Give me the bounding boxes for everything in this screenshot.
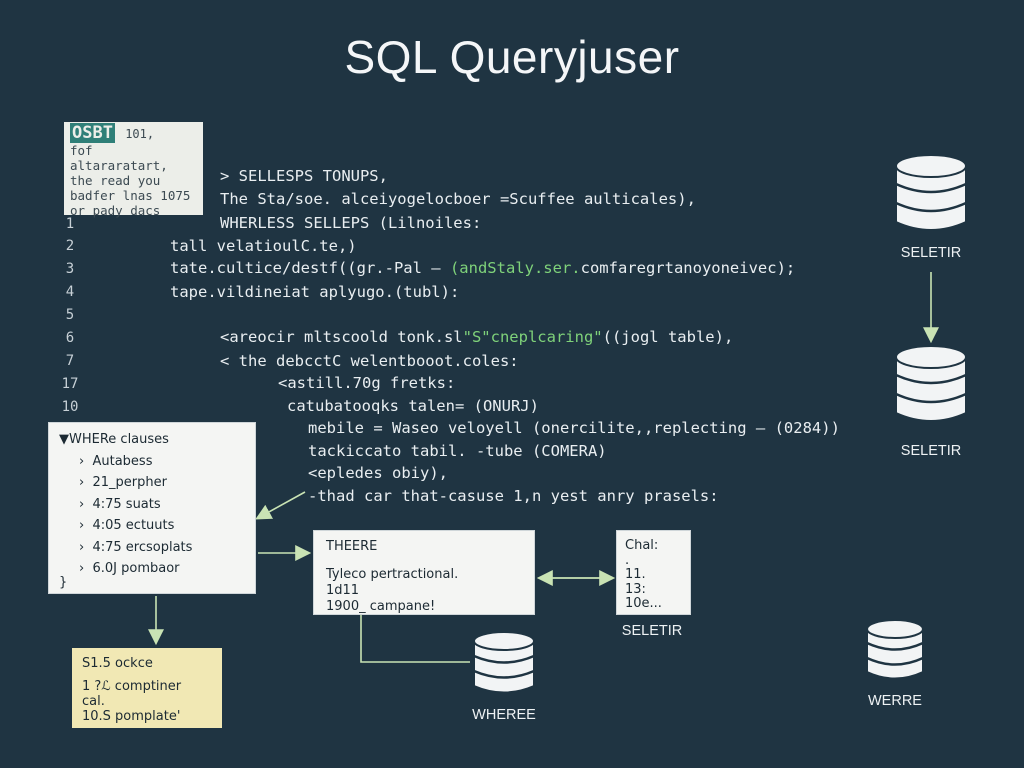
where-box-item: › 4:05 ectuuts	[59, 515, 255, 537]
legend-line: or pady dacs	[70, 203, 161, 218]
database-icon	[866, 619, 924, 680]
code-line: tall velatioulC.te,)	[170, 237, 357, 255]
legend-line: badfer lnas 1075	[70, 188, 191, 203]
note-line: S1.5 ockce	[82, 656, 153, 671]
code-highlight: (andStaly.ser.	[449, 259, 581, 277]
where-clauses-box: ▼WHERe clauses › Autabess › 21_perpher ›…	[48, 422, 256, 594]
database-icon	[895, 345, 967, 422]
note-line: 10.S pomplate'	[82, 709, 181, 724]
database-label: SELETIR	[900, 245, 962, 261]
database-icon	[473, 631, 535, 694]
database-label: WERRE	[868, 693, 922, 709]
code-segment: tate.cultice/destf((gr.-Pal –	[170, 259, 450, 277]
code-line: -thad car that-casuse 1,n yest anry pras…	[308, 487, 719, 505]
code-line: tape.vildineiat aplyugo.(tubl):	[170, 283, 460, 301]
chal-box: Chal: . 11. 13: 10e...	[616, 530, 691, 615]
there-box-line: 1900_ campane!	[326, 599, 436, 614]
code-line: < the debcctC welentbooot.coles:	[220, 352, 519, 370]
chevron-right-icon: ›	[79, 539, 93, 555]
code-line: catubatooqks talen= (ONURJ)	[287, 397, 539, 415]
chal-box-line: 11.	[625, 567, 646, 582]
legend-box: OSBT 101, fof altararatart, the read you…	[64, 122, 203, 218]
code-line: mebile = Waseo veloyell (onercilite,,rep…	[308, 419, 840, 437]
note-line: 1 ?ℒ comptiner	[82, 679, 182, 694]
code-highlight: "S"cneplcaring"	[462, 328, 603, 346]
connector-there-to-db	[360, 615, 470, 663]
code-line: The Sta/soe. alceiyogelocboer =Scuffee a…	[220, 190, 696, 208]
code-segment: comfaregrtanoyoneivec);	[580, 259, 796, 277]
chevron-right-icon: ›	[79, 496, 93, 512]
line-number: 1	[65, 216, 75, 232]
database-label: WHEREE	[472, 707, 536, 723]
chevron-right-icon: ›	[79, 453, 93, 469]
where-box-item: › 4:75 ercsoplats	[59, 537, 255, 559]
code-line: <epledes obiy),	[308, 464, 448, 482]
there-box-line: 1d11	[326, 583, 360, 598]
where-box-item: › 4:75 suats	[59, 494, 255, 516]
line-number: 3	[65, 261, 75, 277]
line-number: 6	[65, 330, 75, 346]
chevron-right-icon: ›	[79, 475, 93, 490]
line-number: 4	[65, 284, 75, 300]
line-number: 10	[61, 399, 79, 415]
database-label: SELETIR	[900, 443, 962, 459]
chal-box-line: .	[625, 552, 630, 568]
chal-box-line: Chal:	[625, 538, 659, 553]
line-number: 7	[65, 353, 75, 369]
where-box-item-label: 21_perpher	[92, 475, 167, 490]
code-segment: ((jogl table),	[602, 328, 734, 346]
code-segment: <areocir mltscoold tonk.sl	[220, 328, 463, 346]
where-box-close-brace: }	[59, 575, 68, 590]
legend-line: the read you	[70, 173, 161, 188]
chal-box-line: 13:	[625, 581, 646, 597]
there-box-title: THEERE	[326, 539, 378, 554]
where-box-item-label: 6.0J pombaor	[92, 561, 180, 576]
database-label: SELETIR	[621, 623, 683, 639]
diagram-title: SQL Queryjuser	[344, 31, 680, 83]
legend-number: 101,	[125, 127, 155, 141]
code-line: <astill.70g fretks:	[278, 374, 456, 392]
line-number: 17	[61, 376, 79, 392]
legend-head: OSBT 101,	[70, 123, 197, 143]
arrow-code-to-where	[255, 491, 306, 520]
where-box-item: › 21_perpher	[59, 472, 255, 494]
code-line: WHERLESS SELLEPS (Lilnoiles:	[220, 214, 482, 232]
where-box-item-label: 4:75 ercsoplats	[92, 539, 193, 555]
code-line: tate.cultice/destf((gr.-Pal – (andStaly.…	[170, 259, 795, 277]
chevron-right-icon: ›	[79, 561, 93, 576]
there-box: THEERE Tyleco pertractional. 1d11 1900_ …	[313, 530, 535, 615]
where-box-item-label: Autabess	[92, 453, 153, 469]
where-box-item: › 6.0J pombaor	[59, 558, 255, 580]
note-box: S1.5 ockce 1 ?ℒ comptiner cal. 10.S pomp…	[72, 648, 222, 728]
where-box-item-label: 4:75 suats	[92, 496, 161, 512]
there-box-line: Tyleco pertractional.	[326, 567, 459, 582]
code-line: <areocir mltscoold tonk.sl"S"cneplcaring…	[220, 328, 733, 346]
database-icon	[895, 154, 967, 231]
chal-box-line: 10e...	[625, 596, 662, 611]
legend-line: fof altararatart,	[70, 143, 168, 173]
chevron-right-icon: ›	[79, 518, 93, 533]
line-number: 5	[65, 307, 75, 323]
where-box-item-label: 4:05 ectuuts	[92, 518, 175, 533]
where-box-item: › Autabess	[59, 451, 255, 473]
line-number: 2	[65, 238, 75, 254]
code-line: > SELLESPS TONUPS,	[220, 167, 388, 185]
note-line: cal.	[82, 694, 105, 709]
legend-badge: OSBT	[70, 123, 115, 143]
code-line: tackiccato tabil. -tube (COMERA)	[308, 442, 607, 460]
where-box-heading: ▼WHERe clauses	[59, 432, 169, 447]
